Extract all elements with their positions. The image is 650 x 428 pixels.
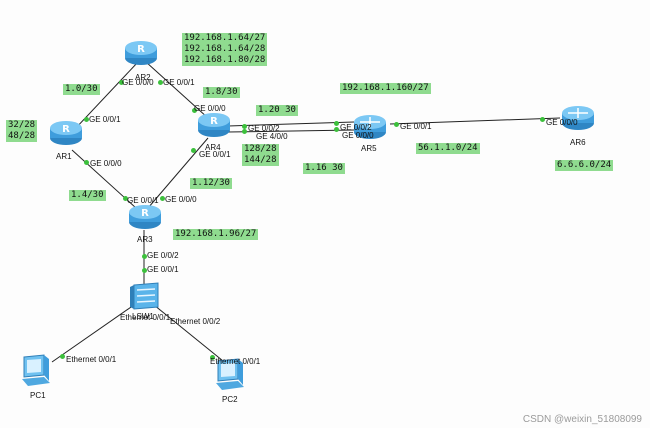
port-label-ar4-ge002: GE 0/0/2 [248, 124, 280, 133]
router-ar5[interactable] [352, 112, 388, 142]
router-ar1[interactable]: R [48, 118, 84, 148]
device-label-ar2: AR2 [135, 73, 151, 82]
note-link-ar2-ar4[interactable]: 1.8/30 [203, 87, 240, 98]
port-dot [142, 268, 147, 273]
port-dot [334, 127, 339, 132]
port-dot [123, 196, 128, 201]
port-label-pc1-eth001: Ethernet 0/0/1 [66, 355, 117, 364]
note-link-ar4-ar5-a[interactable]: 1.20 30 [256, 105, 298, 116]
note-ar3-subnet[interactable]: 192.168.1.96/27 [173, 229, 259, 240]
svg-text:R: R [137, 44, 145, 55]
link-ar4-ar5-b[interactable] [227, 129, 355, 133]
router-ar2[interactable]: R [123, 38, 159, 68]
device-label-ar1: AR1 [56, 152, 72, 161]
svg-text:R: R [141, 208, 149, 219]
port-label-ar5-ge000: GE 0/0/0 [342, 131, 374, 140]
port-label-ar1-ge000: GE 0/0/0 [90, 159, 122, 168]
port-dot [142, 254, 147, 259]
note-link-ar4-ar5-b[interactable]: 1.16 30 [303, 163, 345, 174]
note-link-ar1-ar3[interactable]: 1.4/30 [69, 190, 106, 201]
port-label-ar2-ge001: GE 0/0/1 [163, 78, 195, 87]
svg-text:R: R [210, 116, 218, 127]
svg-text:R: R [62, 124, 70, 135]
note-link-ar5-ar6[interactable]: 56.1.1.0/24 [416, 143, 480, 154]
link-lsw1-pc1[interactable] [51, 304, 135, 363]
router-ar3[interactable]: R [127, 202, 163, 232]
port-dot [242, 124, 247, 129]
port-label-ar4-ge400: GE 4/0/0 [256, 132, 288, 141]
port-label-ar1-ge001: GE 0/0/1 [89, 115, 121, 124]
port-label-ar6-ge000: GE 0/0/0 [546, 118, 578, 127]
device-label-ar4: AR4 [205, 143, 221, 152]
device-label-pc1: PC1 [30, 391, 46, 400]
link-lsw1-pc2[interactable] [153, 304, 229, 366]
note-link-ar1-ar2[interactable]: 1.0/30 [63, 84, 100, 95]
port-label-ar4-ge001: GE 0/0/1 [199, 150, 231, 159]
note-ar1-subnets[interactable]: 32/28 48/28 [6, 120, 38, 142]
port-dot [334, 121, 339, 126]
link-ar4-ar3[interactable] [147, 137, 209, 209]
pc-pc1[interactable] [20, 353, 52, 389]
port-label-lsw1-eth001: Ethernet 0/0/1 [120, 313, 171, 322]
device-label-ar6: AR6 [570, 138, 586, 147]
note-ar6-subnet[interactable]: 6.6.6.0/24 [555, 160, 614, 171]
port-dot [84, 160, 89, 165]
port-label-ar3-ge002: GE 0/0/2 [147, 251, 179, 260]
port-dot [119, 80, 124, 85]
port-dot [84, 117, 89, 122]
port-label-ar3-ge000: GE 0/0/0 [165, 195, 197, 204]
pc-pc2[interactable] [214, 357, 246, 393]
note-ar5-subnet[interactable]: 192.168.1.160/27 [340, 83, 431, 94]
port-label-pc2-eth001: Ethernet 0/0/1 [210, 357, 261, 366]
device-label-pc2: PC2 [222, 395, 238, 404]
port-label-ar5-ge002: GE 0/0/2 [340, 123, 372, 132]
device-label-ar3: AR3 [137, 235, 153, 244]
port-label-ar4-ge000: GE 0/0/0 [194, 104, 226, 113]
port-label-lsw1-eth002: Ethernet 0/0/2 [170, 317, 221, 326]
link-ar5-ar6[interactable] [389, 117, 561, 125]
port-dot [540, 117, 545, 122]
port-dot [242, 129, 247, 134]
port-dot [158, 80, 163, 85]
device-label-ar5: AR5 [361, 144, 377, 153]
port-dot [191, 148, 196, 153]
port-dot [60, 354, 65, 359]
note-ar2-subnets[interactable]: 192.168.1.64/27 192.168.1.64/28 192.168.… [182, 33, 268, 66]
port-label-ar2-ge000: GE 0/0/0 [122, 78, 154, 87]
port-dot [210, 355, 215, 360]
port-dot [394, 122, 399, 127]
router-ar6[interactable] [560, 103, 596, 133]
port-label-lsw1-ge001: GE 0/0/1 [147, 265, 179, 274]
port-dot [160, 196, 165, 201]
link-ar4-ar5-a[interactable] [227, 121, 355, 127]
link-ar2-ar4[interactable] [145, 61, 209, 119]
switch-lsw1[interactable] [128, 281, 162, 311]
port-label-ar5-ge001: GE 0/0/1 [400, 122, 432, 131]
device-label-lsw1: LSW1 [132, 312, 154, 321]
port-dot [192, 108, 197, 113]
port-label-ar3-ge001: GE 0/0/1 [127, 196, 159, 205]
note-link-ar4-ar3[interactable]: 1.12/30 [190, 178, 232, 189]
watermark: CSDN @weixin_51808099 [522, 414, 642, 425]
note-ar4-subnets[interactable]: 128/28 144/28 [242, 144, 279, 166]
router-ar4[interactable]: R [196, 110, 232, 140]
